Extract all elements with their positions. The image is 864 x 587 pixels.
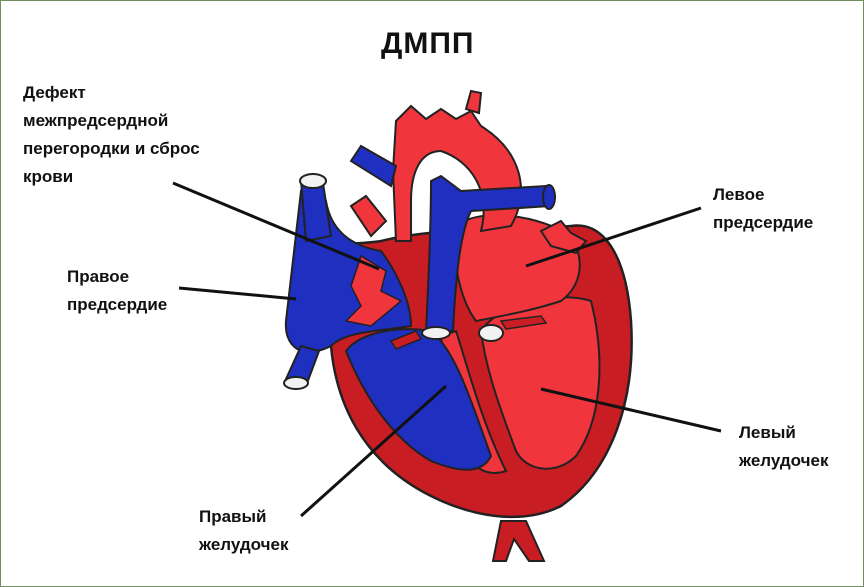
pointer-defect: [173, 183, 379, 269]
label-septal-defect-line-2: межпредсердной: [23, 107, 200, 135]
pulmonary-vein-upper: [351, 146, 396, 186]
pointer-right-atrium: [179, 288, 296, 299]
label-right-ventricle-line-1: Правый: [199, 503, 288, 531]
label-septal-defect: Дефект межпредсердной перегородки и сбро…: [23, 79, 200, 191]
label-left-ventricle-line-1: Левый: [739, 419, 828, 447]
label-septal-defect-line-3: перегородки и сброс: [23, 135, 200, 163]
label-left-ventricle: Левый желудочек: [739, 419, 828, 475]
diagram-title: ДМПП: [381, 27, 541, 61]
pulmonary-artery-branch-opening: [543, 185, 555, 209]
label-right-ventricle: Правый желудочек: [199, 503, 288, 559]
label-right-ventricle-line-2: желудочек: [199, 531, 288, 559]
superior-vena-cava: [301, 181, 331, 241]
pulmonary-vein-right: [351, 196, 386, 236]
aorta-arch-branch: [466, 91, 481, 113]
superior-vena-cava-opening: [300, 174, 326, 188]
aortic-valve: [479, 325, 503, 341]
label-right-atrium: Правое предсердие: [67, 263, 167, 319]
label-septal-defect-line-1: Дефект: [23, 79, 200, 107]
descending-aorta: [493, 521, 544, 561]
label-right-atrium-line-2: предсердие: [67, 291, 167, 319]
label-left-atrium: Левое предсердие: [713, 181, 813, 237]
label-right-atrium-line-1: Правое: [67, 263, 167, 291]
label-left-atrium-line-2: предсердие: [713, 209, 813, 237]
label-septal-defect-line-4: крови: [23, 163, 200, 191]
label-left-atrium-line-1: Левое: [713, 181, 813, 209]
pulmonary-valve: [422, 327, 450, 339]
inferior-vena-cava-opening: [284, 377, 308, 389]
label-left-ventricle-line-2: желудочек: [739, 447, 828, 475]
